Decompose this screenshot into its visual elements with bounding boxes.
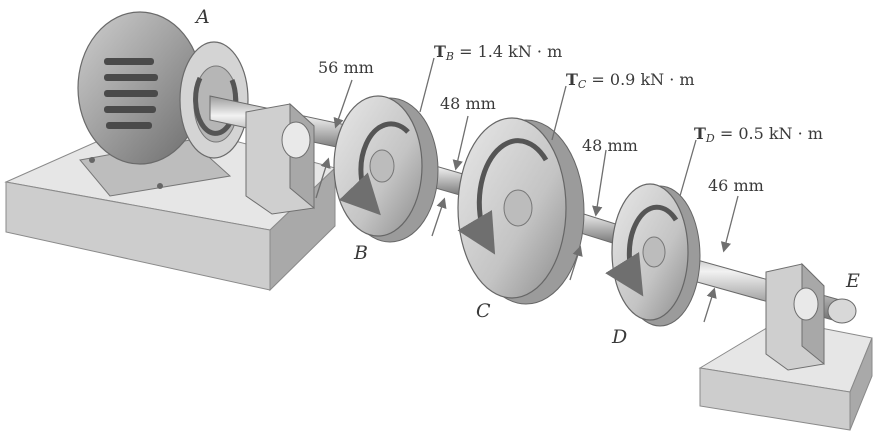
torque-d-symbol: T xyxy=(694,124,706,143)
diameter-de-label: 46 mm xyxy=(708,176,764,195)
torque-b-label: TB = 1.4 kN · m xyxy=(434,42,563,63)
right-bearing xyxy=(765,262,825,371)
left-bearing xyxy=(245,102,315,215)
diameter-cd-label: 48 mm xyxy=(582,136,638,155)
torque-b-subscript: B xyxy=(445,50,454,63)
label-c: C xyxy=(476,300,491,322)
torque-leaders xyxy=(419,57,697,197)
torque-d-label: TD = 0.5 kN · m xyxy=(694,124,823,145)
torque-b-value: = 1.4 kN · m xyxy=(459,42,563,61)
torque-c-value: = 0.9 kN · m xyxy=(591,70,695,89)
gear-d xyxy=(605,183,701,327)
torque-c-label: TC = 0.9 kN · m xyxy=(566,70,695,91)
diameter-ab-label: 56 mm xyxy=(318,58,374,77)
label-b: B xyxy=(354,242,368,264)
torque-b-symbol: T xyxy=(434,42,446,61)
torque-c-symbol: T xyxy=(566,70,578,89)
torque-d-subscript: D xyxy=(705,132,715,145)
torque-c-subscript: C xyxy=(577,78,587,91)
torque-d-value: = 0.5 kN · m xyxy=(719,124,823,143)
dimension-arrows xyxy=(315,79,739,323)
label-d: D xyxy=(612,326,628,348)
diameter-bc-label: 48 mm xyxy=(440,94,496,113)
label-a: A xyxy=(196,6,210,28)
label-e: E xyxy=(846,270,860,292)
gear-c xyxy=(457,117,585,305)
gear-b xyxy=(333,95,439,243)
